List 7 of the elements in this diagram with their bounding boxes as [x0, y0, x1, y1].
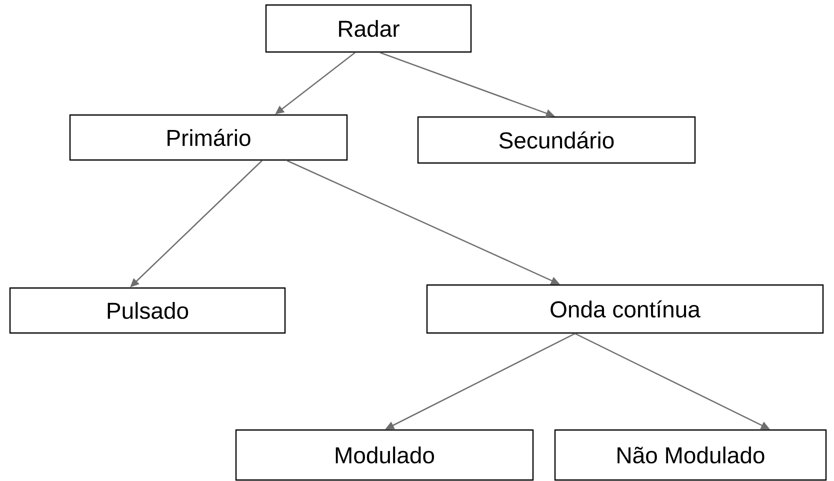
label-box: Primário [69, 114, 348, 161]
label-box: Pulsado [9, 287, 286, 334]
label-box: Não Modulado [554, 429, 827, 481]
label-box: Onda contínua [426, 284, 824, 334]
label-box: Modulado [235, 429, 534, 481]
label-box: Radar [265, 4, 472, 53]
label-box: Secundário [417, 116, 696, 164]
